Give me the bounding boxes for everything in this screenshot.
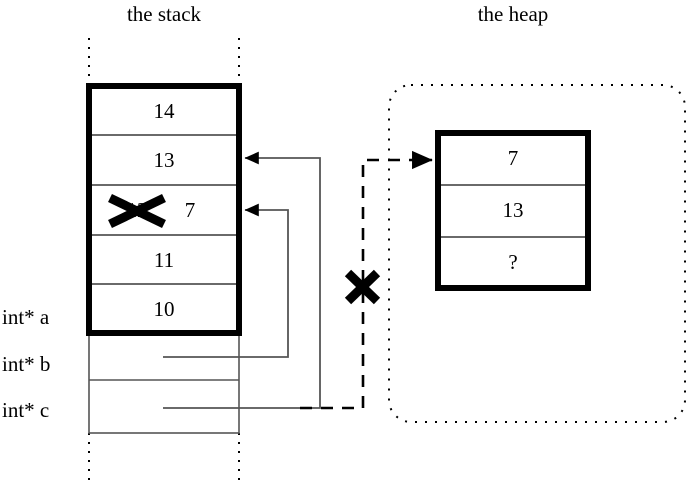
dangling-heap-pointer-dashed (300, 150, 433, 410)
pointer-c-arrow (163, 151, 321, 409)
stack-cell-value-2-replacement: 7 (184, 198, 196, 222)
stack-cell-value-2-struck: 12 (126, 198, 148, 222)
stack-array-box (86, 83, 242, 336)
stack-cell-value-1: 13 (153, 148, 175, 172)
variable-label-c: int* c (2, 398, 50, 422)
heap-title: the heap (477, 2, 549, 26)
heap-cell-value-0: 7 (507, 146, 519, 170)
variable-label-b: int* b (2, 352, 51, 376)
strikeout-x-mark (108, 193, 166, 229)
heap-cell-value-2: ? (508, 250, 518, 274)
invalidated-pointer-x-mark (344, 269, 381, 305)
variable-label-a: int* a (2, 305, 50, 329)
heap-cell-value-1: 13 (502, 198, 524, 222)
stack-cell-value-4: 10 (153, 297, 175, 321)
stack-pointer-frame (88, 332, 240, 434)
stack-title: the stack (126, 2, 202, 26)
stack-dotted-extent-top (88, 38, 240, 85)
stack-cell-value-3: 11 (153, 248, 175, 272)
pointer-b-arrow (163, 203, 289, 358)
stack-dotted-extent-bottom (88, 433, 240, 487)
stack-cell-value-0: 14 (153, 99, 175, 123)
heap-block-box (435, 130, 591, 291)
